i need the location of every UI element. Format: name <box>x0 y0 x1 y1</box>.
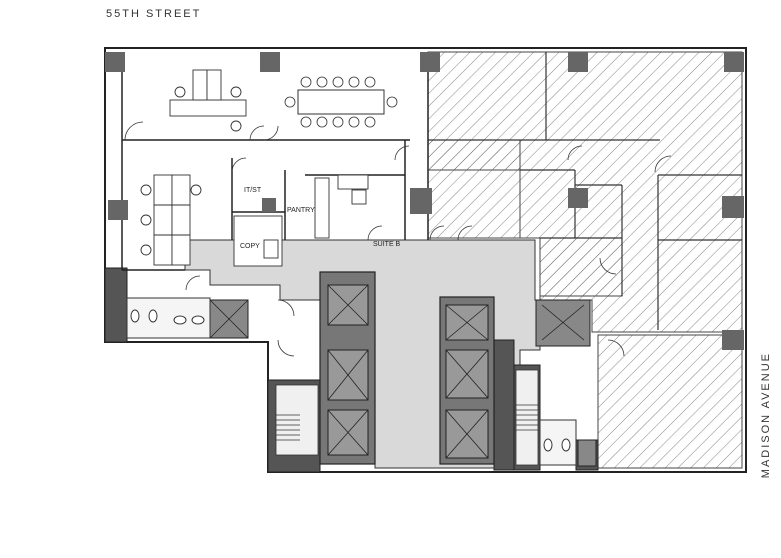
room-label-it: IT/ST <box>244 187 262 194</box>
freight-elevator <box>209 299 597 467</box>
street-label-top: 55TH STREET <box>106 8 202 20</box>
copy-room <box>233 215 283 267</box>
elevator-bank-right <box>439 296 495 465</box>
room-label-suite: SUITE B <box>373 241 401 248</box>
stairs <box>275 369 539 466</box>
elevator-bank-left <box>319 271 376 465</box>
workstations <box>140 174 202 266</box>
private-office-desks <box>169 69 247 132</box>
hatched-partitions <box>428 52 742 330</box>
columns <box>105 52 744 350</box>
pantry-counter <box>314 174 369 239</box>
door-swings <box>124 121 672 357</box>
room-label-copy: COPY <box>240 243 260 250</box>
room-label-pantry: PANTRY <box>287 207 315 214</box>
restroom-right <box>539 419 577 466</box>
conference-table <box>284 76 398 128</box>
restroom-left <box>126 297 211 339</box>
